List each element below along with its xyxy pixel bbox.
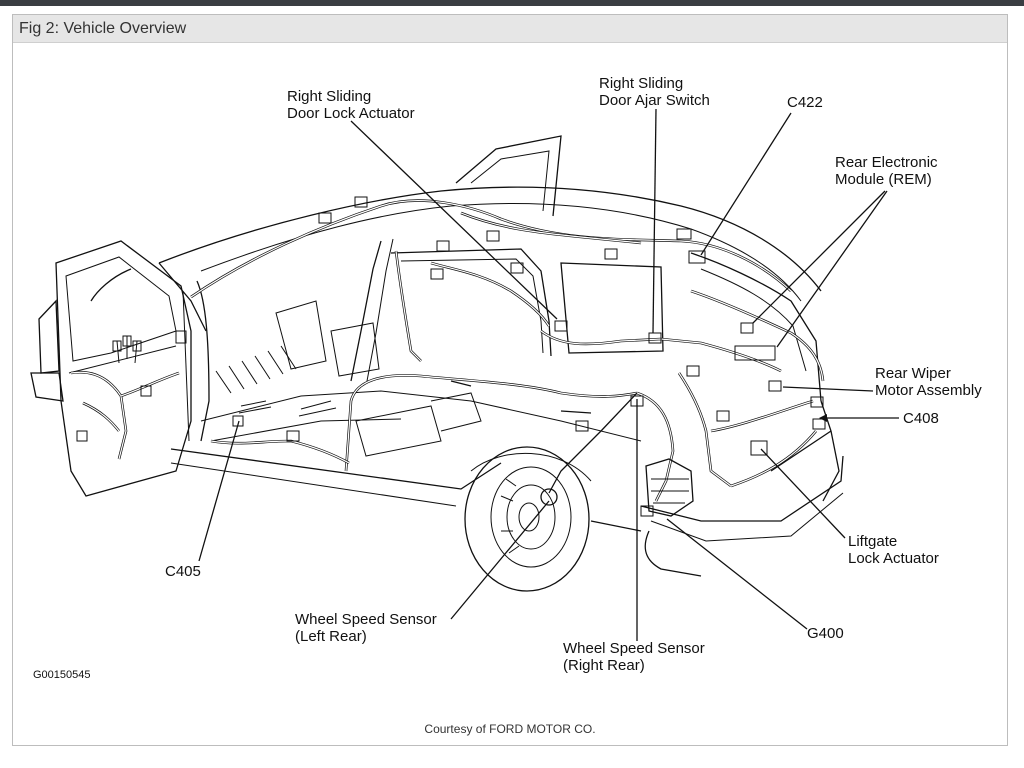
- vehicle-wiring-diagram: Right Sliding Door Lock Actuator Right S…: [30, 75, 982, 681]
- vehicle-body: [90, 186, 844, 577]
- image-code: G00150545: [33, 669, 91, 681]
- label-right-sliding-door-lock-actuator: Right Sliding Door Lock Actuator: [287, 88, 415, 122]
- label-liftgate-lock-actuator: Liftgate Lock Actuator: [848, 533, 939, 567]
- leader-lines: [198, 108, 899, 641]
- label-rear-wiper-motor-assembly: Rear Wiper Motor Assembly: [875, 365, 982, 399]
- labels: Right Sliding Door Lock Actuator Right S…: [33, 75, 982, 681]
- label-c408: C408: [903, 410, 939, 427]
- rear-wheel: [464, 446, 592, 592]
- label-rear-electronic-module: Rear Electronic Module (REM): [835, 154, 942, 188]
- front-door: [30, 240, 192, 497]
- top-bar: [0, 0, 1024, 6]
- figure-title: Fig 2: Vehicle Overview: [19, 20, 187, 37]
- wiring-harness: [190, 199, 825, 502]
- label-wheel-speed-sensor-left-rear: Wheel Speed Sensor (Left Rear): [295, 611, 441, 645]
- label-wheel-speed-sensor-right-rear: Wheel Speed Sensor (Right Rear): [563, 640, 709, 674]
- label-c422: C422: [787, 94, 823, 111]
- figure-frame: Fig 2: Vehicle Overview: [12, 14, 1008, 746]
- tail-lamp: [645, 458, 694, 517]
- label-right-sliding-door-ajar-switch: Right Sliding Door Ajar Switch: [599, 75, 710, 109]
- label-g400: G400: [807, 625, 844, 642]
- connectors: [232, 196, 826, 517]
- figure-header: Fig 2: Vehicle Overview: [13, 15, 1007, 43]
- label-c405: C405: [165, 563, 201, 580]
- courtesy-credit: Courtesy of FORD MOTOR CO.: [424, 722, 596, 736]
- sliding-door: [455, 135, 562, 217]
